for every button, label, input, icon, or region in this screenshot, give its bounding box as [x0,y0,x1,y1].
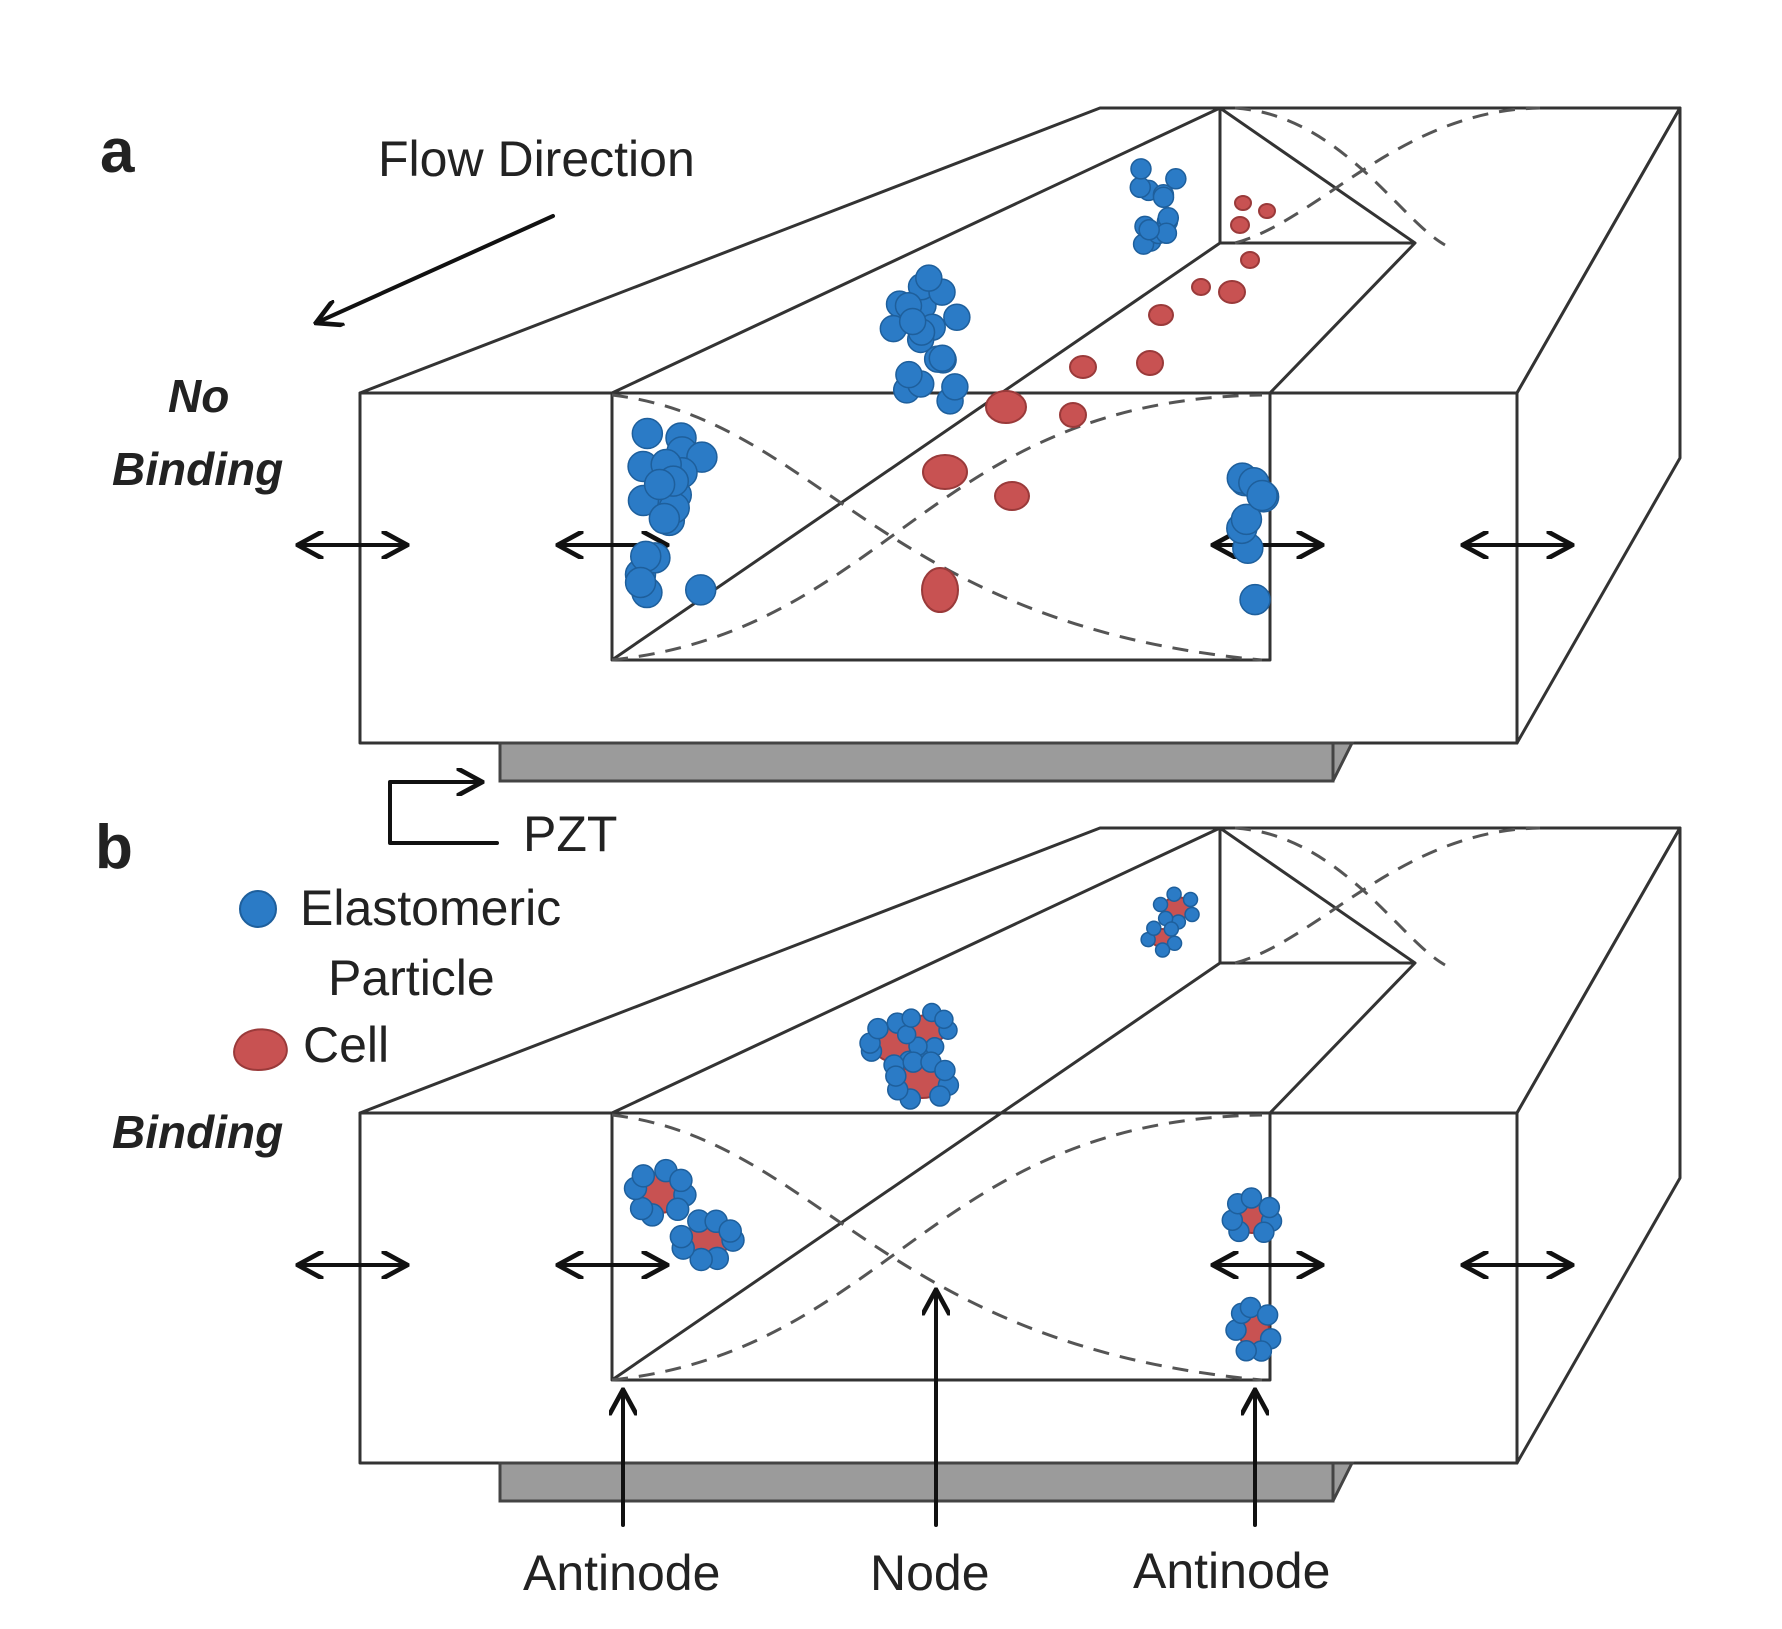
particle [934,1059,956,1082]
particle [1253,1221,1275,1244]
particle [915,264,943,292]
cell-legend-icon [233,1028,288,1072]
particle [631,417,664,450]
particle [902,1051,924,1073]
flow-arrow-icon [318,214,555,322]
panel-a-state-line2: Binding [112,443,283,495]
antinode-right-label: Antinode [1133,1543,1330,1599]
cell [921,567,959,613]
panel-a-letter: a [100,117,135,186]
legend-particle-line1: Elastomeric [300,880,561,936]
particle [941,373,969,401]
particle [885,1065,907,1087]
panel-b-state-line1: Binding [112,1106,283,1158]
particle [669,1168,693,1193]
node-label: Node [870,1545,990,1601]
particle [898,307,927,336]
legend-cell-label: Cell [303,1017,389,1073]
particle [689,1247,713,1272]
particle [1184,906,1200,923]
particle [1182,891,1199,908]
flow-direction-label: Flow Direction [378,131,695,187]
cell [1230,216,1250,234]
particle [867,1017,889,1040]
particle [1258,1196,1281,1219]
node-pointers: Antinode Node Antinode [523,1292,1330,1601]
particle [718,1219,742,1243]
cell [1136,350,1164,376]
panel-a: a Flow Direction No Binding [100,106,1682,862]
particle [1166,935,1183,952]
particle [1146,920,1162,937]
cell [1234,195,1252,211]
particle-legend-icon [239,890,277,928]
particle [1230,503,1263,536]
bent-arrow-icon [388,782,499,845]
panel-b: b Binding Antin [95,813,1682,1601]
cell [985,390,1027,424]
particle [896,1024,917,1045]
particle [1138,218,1160,241]
channel-block-a [358,106,1682,745]
particle [1154,942,1171,958]
particle [1165,168,1187,190]
particle [943,303,971,331]
particle [684,574,717,606]
particle-clusters-a [624,158,1280,616]
cell [1191,278,1211,296]
particle [1130,158,1152,180]
antinode-left-label: Antinode [523,1545,720,1601]
particle [1240,1187,1263,1209]
cell [922,454,968,490]
cell [1148,304,1174,326]
particle [929,1085,951,1107]
particle [928,344,957,372]
particle [901,1008,921,1028]
particle [631,1164,656,1188]
particle [1246,479,1278,512]
particle [1155,222,1178,245]
particle [1256,1304,1279,1326]
cell [994,481,1030,511]
pzt-pointer: PZT [388,782,617,862]
bound-complexes-b [623,886,1283,1362]
particle [1152,896,1169,913]
particle [895,360,923,389]
particle [1166,886,1182,902]
particle [648,502,681,535]
particle [630,540,662,573]
particle [629,1196,654,1221]
particle [1163,921,1180,937]
pressure-wave-front-b [611,1113,1263,1382]
pzt-transducer-b [498,1461,1335,1503]
particle [665,1197,690,1222]
particle [1235,1339,1257,1362]
particle [624,566,657,599]
particle [643,468,676,501]
panel-b-letter: b [95,813,133,882]
cell [1218,280,1246,304]
particle [1239,583,1271,616]
pzt-label: PZT [523,806,617,862]
cells-a [921,195,1276,613]
pzt-transducer-a [498,741,1335,783]
cell [1258,203,1276,219]
particle [1152,186,1175,208]
panel-a-state-line1: No [168,370,229,422]
pressure-wave-front-a [611,393,1263,662]
cell [1240,251,1260,269]
cell [1059,402,1087,428]
cell [1069,355,1097,379]
legend: Elastomeric Particle Cell [233,880,561,1073]
legend-particle-line2: Particle [328,950,495,1006]
particle [669,1224,694,1249]
particle [1129,176,1152,199]
particle [934,1009,954,1030]
